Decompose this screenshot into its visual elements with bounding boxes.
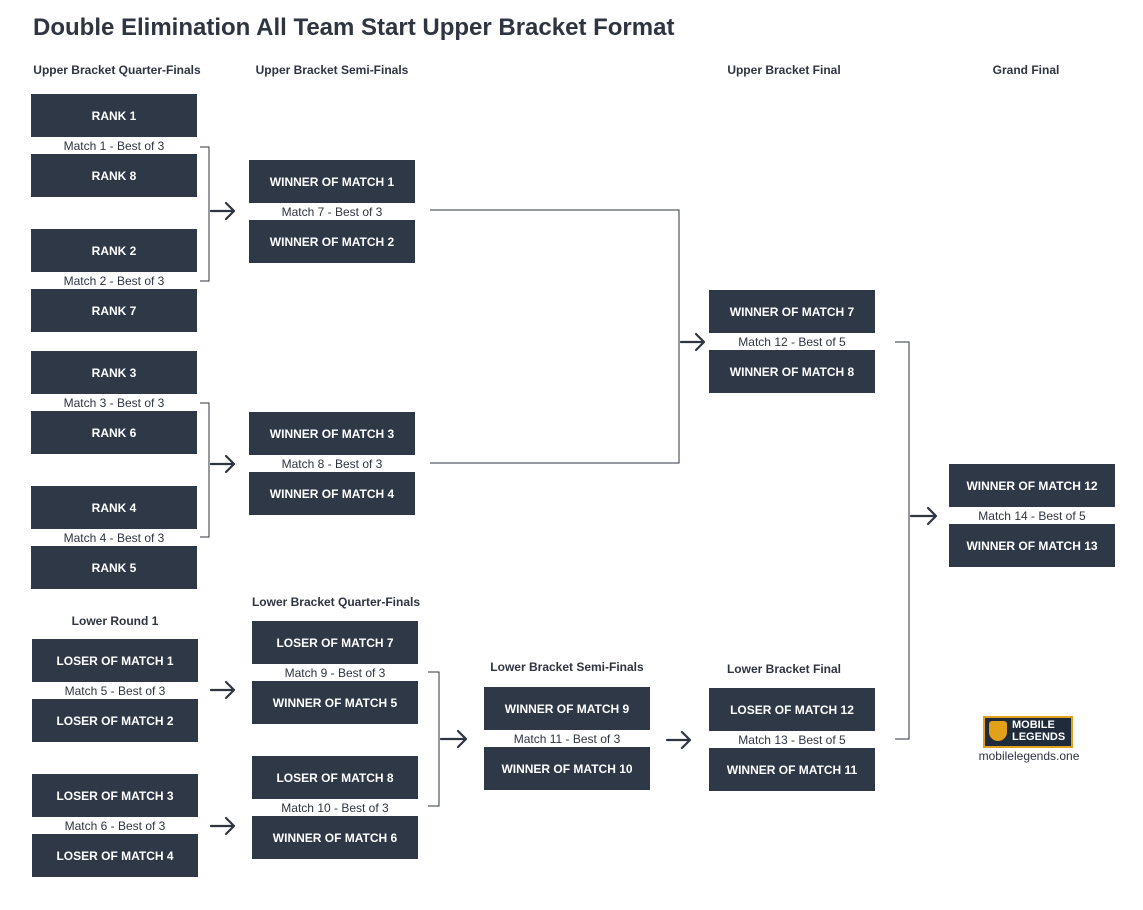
team-box-rank-7: RANK 7: [31, 289, 197, 332]
match-label-6: Match 6 - Best of 3: [64, 819, 166, 833]
match-label-7: Match 7 - Best of 3: [281, 205, 383, 219]
match-label-2: Match 2 - Best of 3: [63, 274, 165, 288]
header-upper-semifinals: Upper Bracket Semi-Finals: [255, 63, 409, 77]
header-grand-final: Grand Final: [992, 63, 1060, 77]
team-box-winner-match-7: WINNER OF MATCH 7: [709, 290, 875, 333]
team-box-rank-3: RANK 3: [31, 351, 197, 394]
match-label-12: Match 12 - Best of 5: [738, 335, 846, 349]
header-upper-final: Upper Bracket Final: [727, 63, 841, 77]
team-box-rank-2: RANK 2: [31, 229, 197, 272]
connector-lb-qf: [428, 671, 440, 807]
match-label-9: Match 9 - Best of 3: [284, 666, 386, 680]
team-box-winner-match-4: WINNER OF MATCH 4: [249, 472, 415, 515]
header-upper-quarterfinals: Upper Bracket Quarter-Finals: [33, 63, 201, 77]
logo-text-line-2: LEGENDS: [1012, 731, 1066, 743]
arrow-icon: [209, 201, 236, 221]
match-label-5: Match 5 - Best of 3: [64, 684, 166, 698]
connector-to-grand-final: [895, 341, 910, 740]
match-label-14: Match 14 - Best of 5: [978, 509, 1086, 523]
match-label-4: Match 4 - Best of 3: [63, 531, 165, 545]
shield-icon: [989, 721, 1007, 741]
team-box-rank-6: RANK 6: [31, 411, 197, 454]
match-label-11: Match 11 - Best of 3: [513, 732, 621, 746]
team-box-winner-match-5: WINNER OF MATCH 5: [252, 681, 418, 724]
arrow-icon: [679, 332, 706, 352]
match-label-13: Match 13 - Best of 5: [738, 733, 846, 747]
site-url: mobilelegends.one: [978, 749, 1080, 763]
team-box-winner-match-10: WINNER OF MATCH 10: [484, 747, 650, 790]
team-box-winner-match-12: WINNER OF MATCH 12: [949, 464, 1115, 507]
team-box-winner-match-6: WINNER OF MATCH 6: [252, 816, 418, 859]
arrow-icon: [439, 729, 468, 749]
arrow-icon: [209, 680, 236, 700]
team-box-rank-5: RANK 5: [31, 546, 197, 589]
team-box-winner-match-2: WINNER OF MATCH 2: [249, 220, 415, 263]
arrow-icon: [909, 506, 938, 526]
logo-text-line-1: MOBILE: [1012, 719, 1055, 731]
team-box-rank-8: RANK 8: [31, 154, 197, 197]
match-label-3: Match 3 - Best of 3: [63, 396, 165, 410]
header-lower-semifinals: Lower Bracket Semi-Finals: [490, 660, 644, 674]
match-label-1: Match 1 - Best of 3: [63, 139, 165, 153]
header-lower-quarterfinals: Lower Bracket Quarter-Finals: [251, 595, 421, 609]
team-box-loser-match-7: LOSER OF MATCH 7: [252, 621, 418, 664]
team-box-loser-match-8: LOSER OF MATCH 8: [252, 756, 418, 799]
team-box-winner-match-13: WINNER OF MATCH 13: [949, 524, 1115, 567]
connector-ub-qf-bottom: [200, 402, 210, 538]
page-title: Double Elimination All Team Start Upper …: [33, 14, 675, 41]
team-box-winner-match-8: WINNER OF MATCH 8: [709, 350, 875, 393]
team-box-winner-match-1: WINNER OF MATCH 1: [249, 160, 415, 203]
team-box-winner-match-3: WINNER OF MATCH 3: [249, 412, 415, 455]
connector-ub-qf-top: [200, 146, 210, 282]
team-box-winner-match-9: WINNER OF MATCH 9: [484, 687, 650, 730]
header-lower-round-1: Lower Round 1: [71, 614, 159, 628]
arrow-icon: [665, 730, 692, 750]
header-lower-final: Lower Bracket Final: [726, 662, 842, 676]
arrow-icon: [209, 454, 236, 474]
team-box-loser-match-12: LOSER OF MATCH 12: [709, 688, 875, 731]
team-box-winner-match-11: WINNER OF MATCH 11: [709, 748, 875, 791]
match-label-10: Match 10 - Best of 3: [281, 801, 389, 815]
connector-ub-sf: [430, 209, 680, 464]
team-box-loser-match-3: LOSER OF MATCH 3: [32, 774, 198, 817]
mobile-legends-logo: MOBILE LEGENDS: [983, 716, 1073, 748]
team-box-loser-match-2: LOSER OF MATCH 2: [32, 699, 198, 742]
team-box-rank-4: RANK 4: [31, 486, 197, 529]
team-box-loser-match-4: LOSER OF MATCH 4: [32, 834, 198, 877]
arrow-icon: [209, 816, 236, 836]
team-box-loser-match-1: LOSER OF MATCH 1: [32, 639, 198, 682]
match-label-8: Match 8 - Best of 3: [281, 457, 383, 471]
team-box-rank-1: RANK 1: [31, 94, 197, 137]
